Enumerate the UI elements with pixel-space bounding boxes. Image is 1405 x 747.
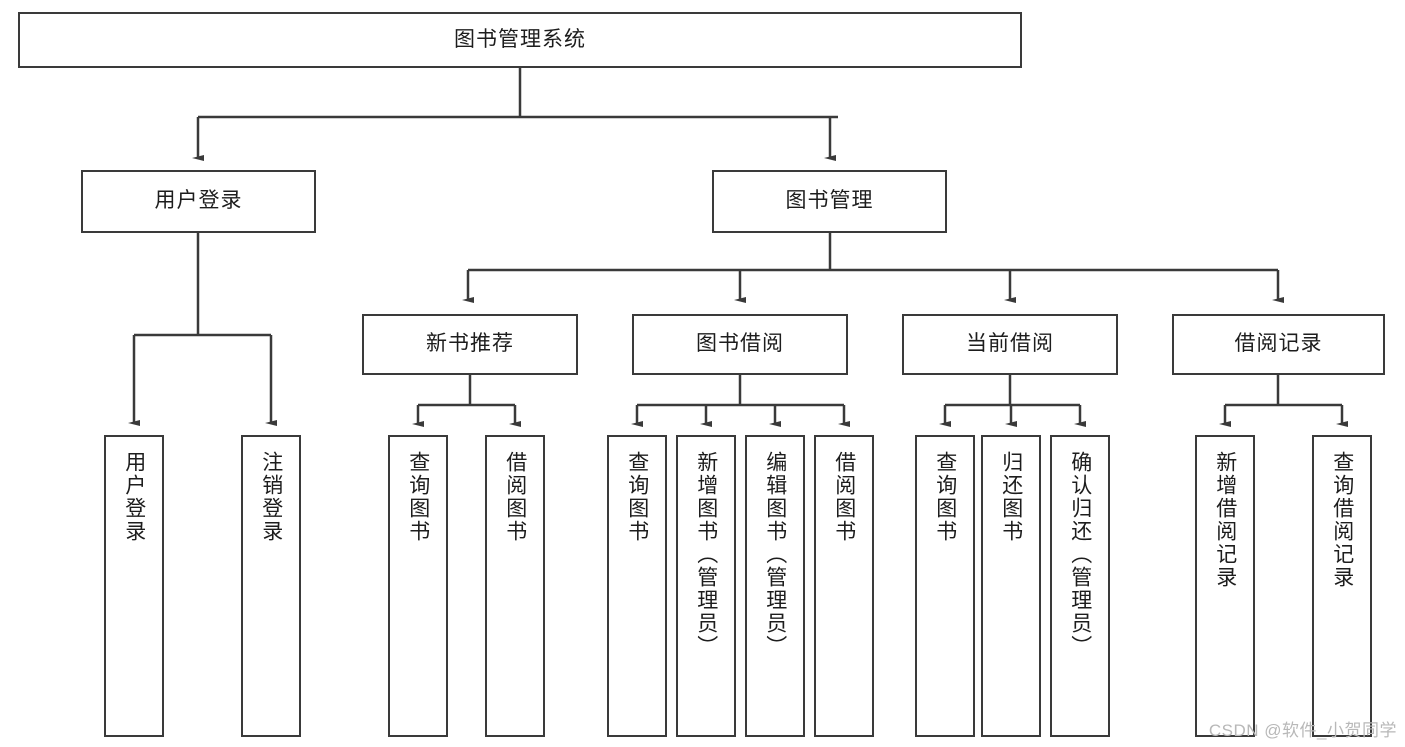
node-label: 新增图书（管理员） [694, 451, 718, 658]
leaf-book-borrow-query-book[interactable]: 查询图书 [607, 435, 667, 737]
leaf-current-borrow-return-book[interactable]: 归还图书 [981, 435, 1041, 737]
leaf-new-book-query-book[interactable]: 查询图书 [388, 435, 448, 737]
node-label: 归还图书 [999, 451, 1023, 543]
node-label: 新增借阅记录 [1213, 451, 1237, 589]
leaf-current-borrow-confirm-return-admin[interactable]: 确认归还（管理员） [1050, 435, 1110, 737]
node-label: 借阅图书 [832, 451, 856, 543]
node-borrow-record[interactable]: 借阅记录 [1172, 314, 1385, 375]
node-label: 确认归还（管理员） [1068, 451, 1092, 658]
leaf-current-borrow-query-book[interactable]: 查询图书 [915, 435, 975, 737]
leaf-user-login-login[interactable]: 用户登录 [104, 435, 164, 737]
leaf-new-book-borrow-book[interactable]: 借阅图书 [485, 435, 545, 737]
leaf-borrow-record-query-record[interactable]: 查询借阅记录 [1312, 435, 1372, 737]
node-label: 编辑图书（管理员） [763, 451, 787, 658]
leaf-book-borrow-edit-book-admin[interactable]: 编辑图书（管理员） [745, 435, 805, 737]
node-label: 图书管理系统 [454, 27, 586, 51]
csdn-watermark: CSDN @软件_小贺同学 [1208, 721, 1397, 740]
node-root-book-management-system[interactable]: 图书管理系统 [18, 12, 1022, 68]
node-label: 用户登录 [122, 451, 146, 543]
node-label: 借阅图书 [503, 451, 527, 543]
node-label: 新书推荐 [426, 332, 514, 356]
node-book-management[interactable]: 图书管理 [712, 170, 947, 233]
node-book-borrow[interactable]: 图书借阅 [632, 314, 848, 375]
leaf-borrow-record-add-record[interactable]: 新增借阅记录 [1195, 435, 1255, 737]
node-label: 用户登录 [154, 189, 243, 213]
node-new-book-recommend[interactable]: 新书推荐 [362, 314, 578, 375]
node-label: 图书管理 [785, 189, 874, 213]
node-label: 查询图书 [625, 451, 649, 543]
node-label: 借阅记录 [1234, 332, 1323, 356]
node-label: 图书借阅 [696, 332, 784, 356]
node-label: 查询借阅记录 [1330, 451, 1354, 589]
node-user-login[interactable]: 用户登录 [81, 170, 316, 233]
node-current-borrow[interactable]: 当前借阅 [902, 314, 1118, 375]
leaf-book-borrow-borrow-book[interactable]: 借阅图书 [814, 435, 874, 737]
leaf-book-borrow-add-book-admin[interactable]: 新增图书（管理员） [676, 435, 736, 737]
node-label: 当前借阅 [966, 332, 1054, 356]
node-label: 查询图书 [406, 451, 430, 543]
node-label: 查询图书 [933, 451, 957, 543]
leaf-user-login-logout[interactable]: 注销登录 [241, 435, 301, 737]
node-label: 注销登录 [259, 451, 283, 543]
